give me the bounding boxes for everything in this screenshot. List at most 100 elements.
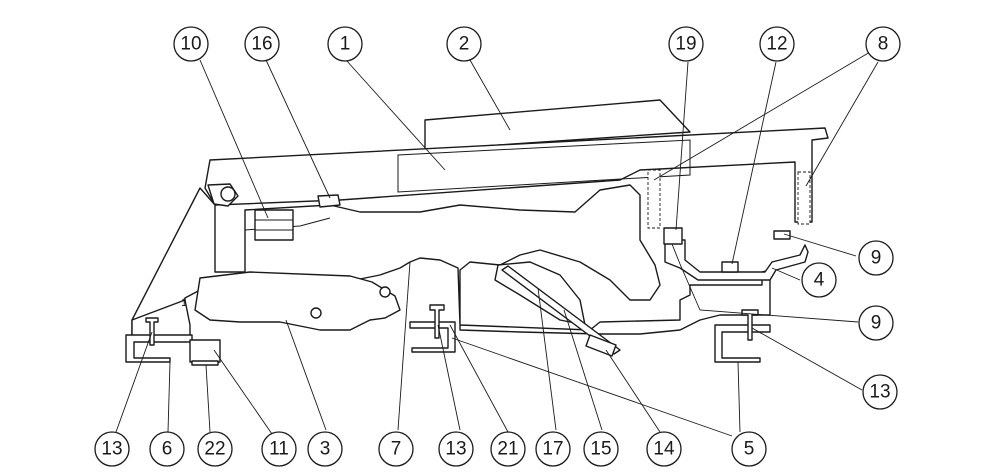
- callout-13-left: 13: [94, 431, 130, 467]
- leader-22: [205, 364, 211, 433]
- part-15-slide-rail: [501, 265, 621, 355]
- callout-7-label: 7: [391, 439, 402, 460]
- leader-17: [537, 287, 557, 431]
- leader-7: [397, 261, 411, 431]
- part-19-block: [663, 227, 683, 245]
- callout-4: 4: [801, 262, 837, 298]
- callout-9-upper: 9: [858, 240, 894, 276]
- callout-12: 12: [759, 26, 795, 62]
- leader-9a: [783, 233, 857, 257]
- callout-13-left-label: 13: [101, 439, 122, 460]
- part-1-inner-panel: [397, 139, 691, 193]
- leader-5a: [737, 361, 741, 433]
- callout-22: 22: [197, 431, 233, 467]
- part-3-link-plate: [194, 271, 401, 331]
- leader-13m: [437, 324, 461, 431]
- callout-9-lower: 9: [858, 305, 894, 341]
- part-3-hole-a: [379, 286, 391, 298]
- leader-2: [469, 59, 511, 131]
- leader-lines: [115, 51, 879, 437]
- leader-16: [265, 59, 331, 199]
- callout-21: 21: [490, 431, 526, 467]
- callout-6: 6: [149, 431, 185, 467]
- leader-11: [213, 349, 273, 435]
- callout-8: 8: [865, 26, 901, 62]
- part-14-rail-end: [585, 334, 617, 357]
- callout-1-label: 1: [340, 34, 351, 55]
- part-8-spacer-left: [647, 169, 661, 229]
- callout-3-label: 3: [320, 439, 331, 460]
- leader-10: [199, 59, 269, 219]
- part-10-detail: [255, 219, 293, 231]
- callout-14-label: 14: [653, 439, 675, 460]
- callout-4-label: 4: [814, 270, 825, 291]
- part-10-block: [254, 209, 294, 241]
- part-5-right-base: [714, 324, 771, 363]
- callout-7: 7: [378, 431, 414, 467]
- leader-13r: [751, 327, 863, 391]
- callout-17: 17: [535, 431, 571, 467]
- part-22-pad: [191, 360, 219, 366]
- callout-15: 15: [583, 431, 619, 467]
- leader-5b: [451, 337, 733, 437]
- callout-13-middle: 13: [438, 431, 474, 467]
- callout-14: 14: [646, 431, 682, 467]
- callout-12-label: 12: [766, 34, 787, 55]
- leader-8b: [805, 61, 879, 187]
- leader-4: [771, 267, 801, 281]
- callout-13-middle-label: 13: [445, 439, 466, 460]
- callout-5-label: 5: [744, 439, 755, 460]
- part-3-hole-b: [310, 307, 322, 319]
- part-12-screw: [721, 261, 739, 273]
- callout-8-label: 8: [878, 34, 889, 55]
- callout-15-label: 15: [590, 439, 611, 460]
- leader-6: [167, 361, 171, 433]
- callout-16-label: 16: [251, 34, 272, 55]
- callout-9-upper-label: 9: [871, 248, 882, 269]
- callout-3: 3: [307, 431, 343, 467]
- callout-2-label: 2: [459, 34, 470, 55]
- callout-10-label: 10: [180, 34, 201, 55]
- small-mark: 1: [181, 297, 187, 309]
- part-4-right-bracket: [664, 239, 809, 281]
- callout-13-right-label: 13: [869, 382, 890, 403]
- callout-5: 5: [731, 431, 767, 467]
- screw-13-middle: [429, 304, 445, 339]
- callout-10: 10: [173, 26, 209, 62]
- callout-1: 1: [327, 26, 363, 62]
- callout-16: 16: [244, 26, 280, 62]
- callout-9-lower-label: 9: [871, 313, 882, 334]
- leader-9b: [671, 243, 859, 323]
- screw-13-right: [741, 309, 759, 341]
- callout-19-label: 19: [675, 34, 696, 55]
- part-6-base-bracket: [125, 334, 193, 363]
- leader-15: [563, 309, 603, 431]
- callout-6-label: 6: [162, 439, 173, 460]
- leader-13l: [115, 331, 153, 433]
- callout-2: 2: [446, 26, 482, 62]
- part-21-center-bracket: [409, 321, 456, 353]
- callout-13-right: 13: [862, 374, 898, 410]
- leader-14: [605, 349, 661, 433]
- leader-1: [345, 59, 446, 171]
- callout-11: 11: [261, 431, 297, 467]
- leader-3: [285, 319, 327, 431]
- callout-21-label: 21: [497, 439, 518, 460]
- part-11-foot: [189, 339, 221, 363]
- callout-19: 19: [668, 26, 704, 62]
- screw-13-left: [145, 317, 159, 346]
- part-8-spacer-right: [797, 171, 811, 225]
- part-2-top-cover: [424, 99, 691, 151]
- callouts: 10 16 1 2 19 12 8 9: [94, 26, 901, 467]
- part-16-clip: [317, 194, 341, 208]
- leader-12: [731, 61, 777, 265]
- callout-17-label: 17: [542, 439, 563, 460]
- leader-21: [449, 324, 509, 433]
- lever-pivot: [220, 186, 236, 202]
- callout-11-label: 11: [269, 439, 289, 460]
- part-9-tab-top: [773, 230, 791, 240]
- leader-19: [675, 61, 689, 231]
- leader-8a: [653, 51, 871, 181]
